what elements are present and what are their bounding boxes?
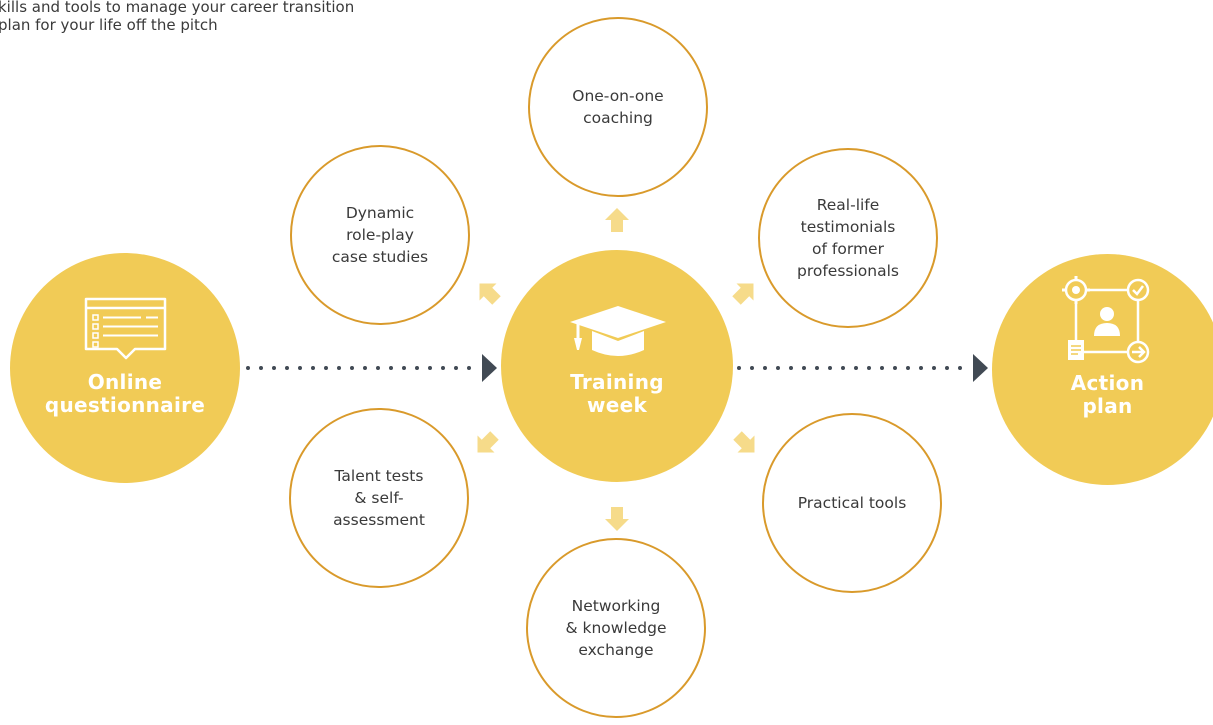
- component-coaching: One-on-one coaching: [528, 17, 708, 197]
- arrow-down: [605, 507, 629, 531]
- arrow-up-right: [732, 283, 754, 305]
- step-label-action: Action plan: [1070, 371, 1145, 418]
- arrowhead-right: [973, 354, 988, 382]
- component-label-networking: Networking & knowledge exchange: [565, 597, 667, 659]
- component-practical-tools: Practical tools: [762, 413, 942, 593]
- arrow-down-right: [733, 431, 755, 453]
- intro-line-1: kills and tools to manage your career tr…: [0, 0, 355, 16]
- component-label-tools: Practical tools: [797, 494, 907, 512]
- step-action-plan: Action plan: [992, 254, 1213, 485]
- form-speech-bubble-icon: [83, 296, 168, 361]
- arrow-up-left: [479, 283, 501, 305]
- intro-line-2: plan for your life off the pitch: [0, 16, 218, 34]
- step-online-questionnaire: Online questionnaire: [10, 253, 240, 483]
- arrow-up: [605, 208, 629, 232]
- step-training-week: Training week: [501, 250, 733, 482]
- component-label-talent: Talent tests & self- assessment: [333, 467, 425, 529]
- component-roleplay: Dynamic role-play case studies: [290, 145, 470, 325]
- component-networking: Networking & knowledge exchange: [526, 538, 706, 718]
- step-label-questionnaire: Online questionnaire: [44, 370, 206, 417]
- graduation-cap-icon: [570, 306, 666, 358]
- component-label-roleplay: Dynamic role-play case studies: [331, 204, 429, 266]
- workflow-person-icon: [1062, 276, 1152, 366]
- component-label-testimonials: Real-life testimonials of former profess…: [797, 196, 899, 280]
- arrow-down-left: [477, 431, 499, 453]
- step-label-training: Training week: [570, 370, 664, 417]
- arrowhead-left: [482, 354, 497, 382]
- component-testimonials: Real-life testimonials of former profess…: [758, 148, 938, 328]
- component-talent-tests: Talent tests & self- assessment: [289, 408, 469, 588]
- component-label-coaching: One-on-one coaching: [572, 87, 664, 127]
- intro-text: kills and tools to manage your career tr…: [0, 0, 354, 34]
